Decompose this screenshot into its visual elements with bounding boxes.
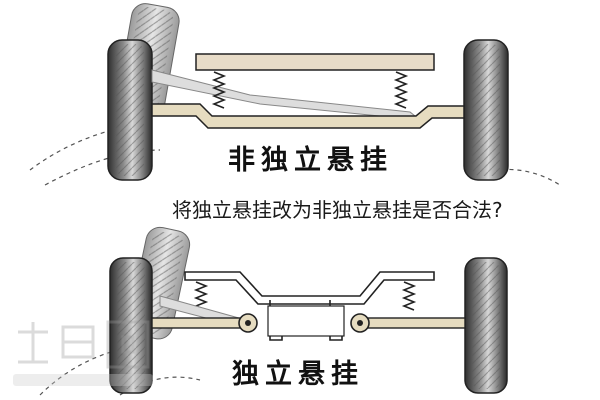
bottom-ghost-arc-left: [39, 344, 141, 396]
bottom-center-housing: [267, 305, 345, 337]
top-solid-axle: [151, 103, 465, 129]
top-spring-left: [211, 71, 227, 109]
top-diagram-label: 非独立悬挂: [228, 145, 393, 176]
top-frame: [195, 53, 435, 71]
bottom-right-halfshaft: [359, 317, 466, 329]
bottom-diagram: [39, 226, 508, 396]
bottom-subframe: [184, 271, 435, 305]
bottom-diagram-label: 独立悬挂: [232, 359, 364, 390]
bottom-right-joint-hub: [357, 320, 363, 326]
top-right-wheel: [463, 39, 509, 181]
top-ghost-arc-left: [29, 127, 121, 171]
bottom-right-wheel: [464, 257, 508, 394]
bottom-spring-right: [401, 281, 417, 311]
question-text: 将独立悬挂改为非独立悬挂是否合法?: [172, 198, 503, 222]
top-spring-right: [393, 71, 409, 109]
bottom-left-joint-hub: [245, 320, 251, 326]
logo-watermark: [13, 320, 153, 386]
top-ghost-arc-left2: [44, 149, 161, 186]
bottom-spring-left: [193, 281, 209, 311]
top-diagram: [29, 3, 561, 186]
top-left-wheel: [107, 39, 153, 181]
bottom-left-wheel: [109, 257, 153, 394]
